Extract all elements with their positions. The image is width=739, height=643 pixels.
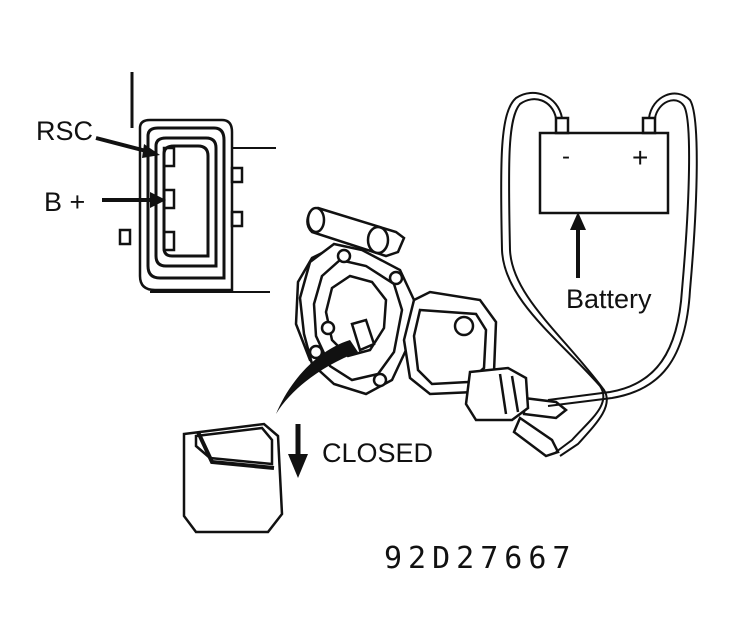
flange-bolt-hole-2 [388,270,404,286]
connector-pin-rsc [162,146,176,168]
positive-probe [522,396,569,420]
connector-latch-upper [230,166,244,184]
battery [538,116,670,215]
negative-jumper-wire-inner [508,98,608,457]
solenoid-cap [453,315,475,337]
negative-probe [512,416,560,458]
connector-seam-1 [498,373,508,415]
rsc-label: RSC [36,116,93,146]
closed-label: CLOSED [322,438,433,468]
battery-terminal-positive [641,116,657,135]
valve-tube-fitting [366,225,390,255]
connector-pin-lower [162,230,176,252]
flange-bolt-hole-1 [336,248,352,264]
battery-minus-sign: - [562,143,570,170]
valve-tube-end [306,206,326,234]
closed-arrow-head [288,454,308,478]
positive-jumper-wire-outer [547,92,698,407]
isc-valve [294,206,530,422]
valve-harness-connector [464,366,530,422]
flange-bolt-hole-3 [372,372,388,388]
flange-bolt-hole-5 [320,320,336,336]
flange-bolt-hole-4 [308,344,324,360]
connector-latch-lower [230,210,244,228]
jumper-wires [500,91,698,457]
connector [118,72,276,293]
valve-block-edge [196,431,275,470]
figure-code: 92D27667 [384,541,577,576]
valve-shaft [350,318,376,352]
b-plus-pointer-arrowhead [150,192,166,208]
connector-housing-ring-2 [154,136,218,268]
battery-case [538,131,670,215]
battery-pointer-arrowhead [570,212,586,230]
valve-block-top-face [194,426,274,466]
battery-terminal-negative [554,116,570,135]
connector-outer-housing [138,118,234,292]
connector-seam-2 [510,375,520,413]
battery-label: Battery [566,284,652,314]
rsc-pointer-line [95,136,151,154]
rsc-pointer-arrowhead [142,144,160,158]
b-plus-label: B + [44,187,85,217]
connector-inner-cavity [162,144,210,258]
valve-movement-arrow [276,340,358,414]
positive-jumper-wire-inner [547,99,691,401]
negative-jumper-wire-outer [500,91,605,453]
connector-housing-ring-1 [146,126,226,280]
battery-plus-sign: + [632,142,648,173]
valve-block [182,422,284,534]
connector-latch-left [118,228,132,246]
